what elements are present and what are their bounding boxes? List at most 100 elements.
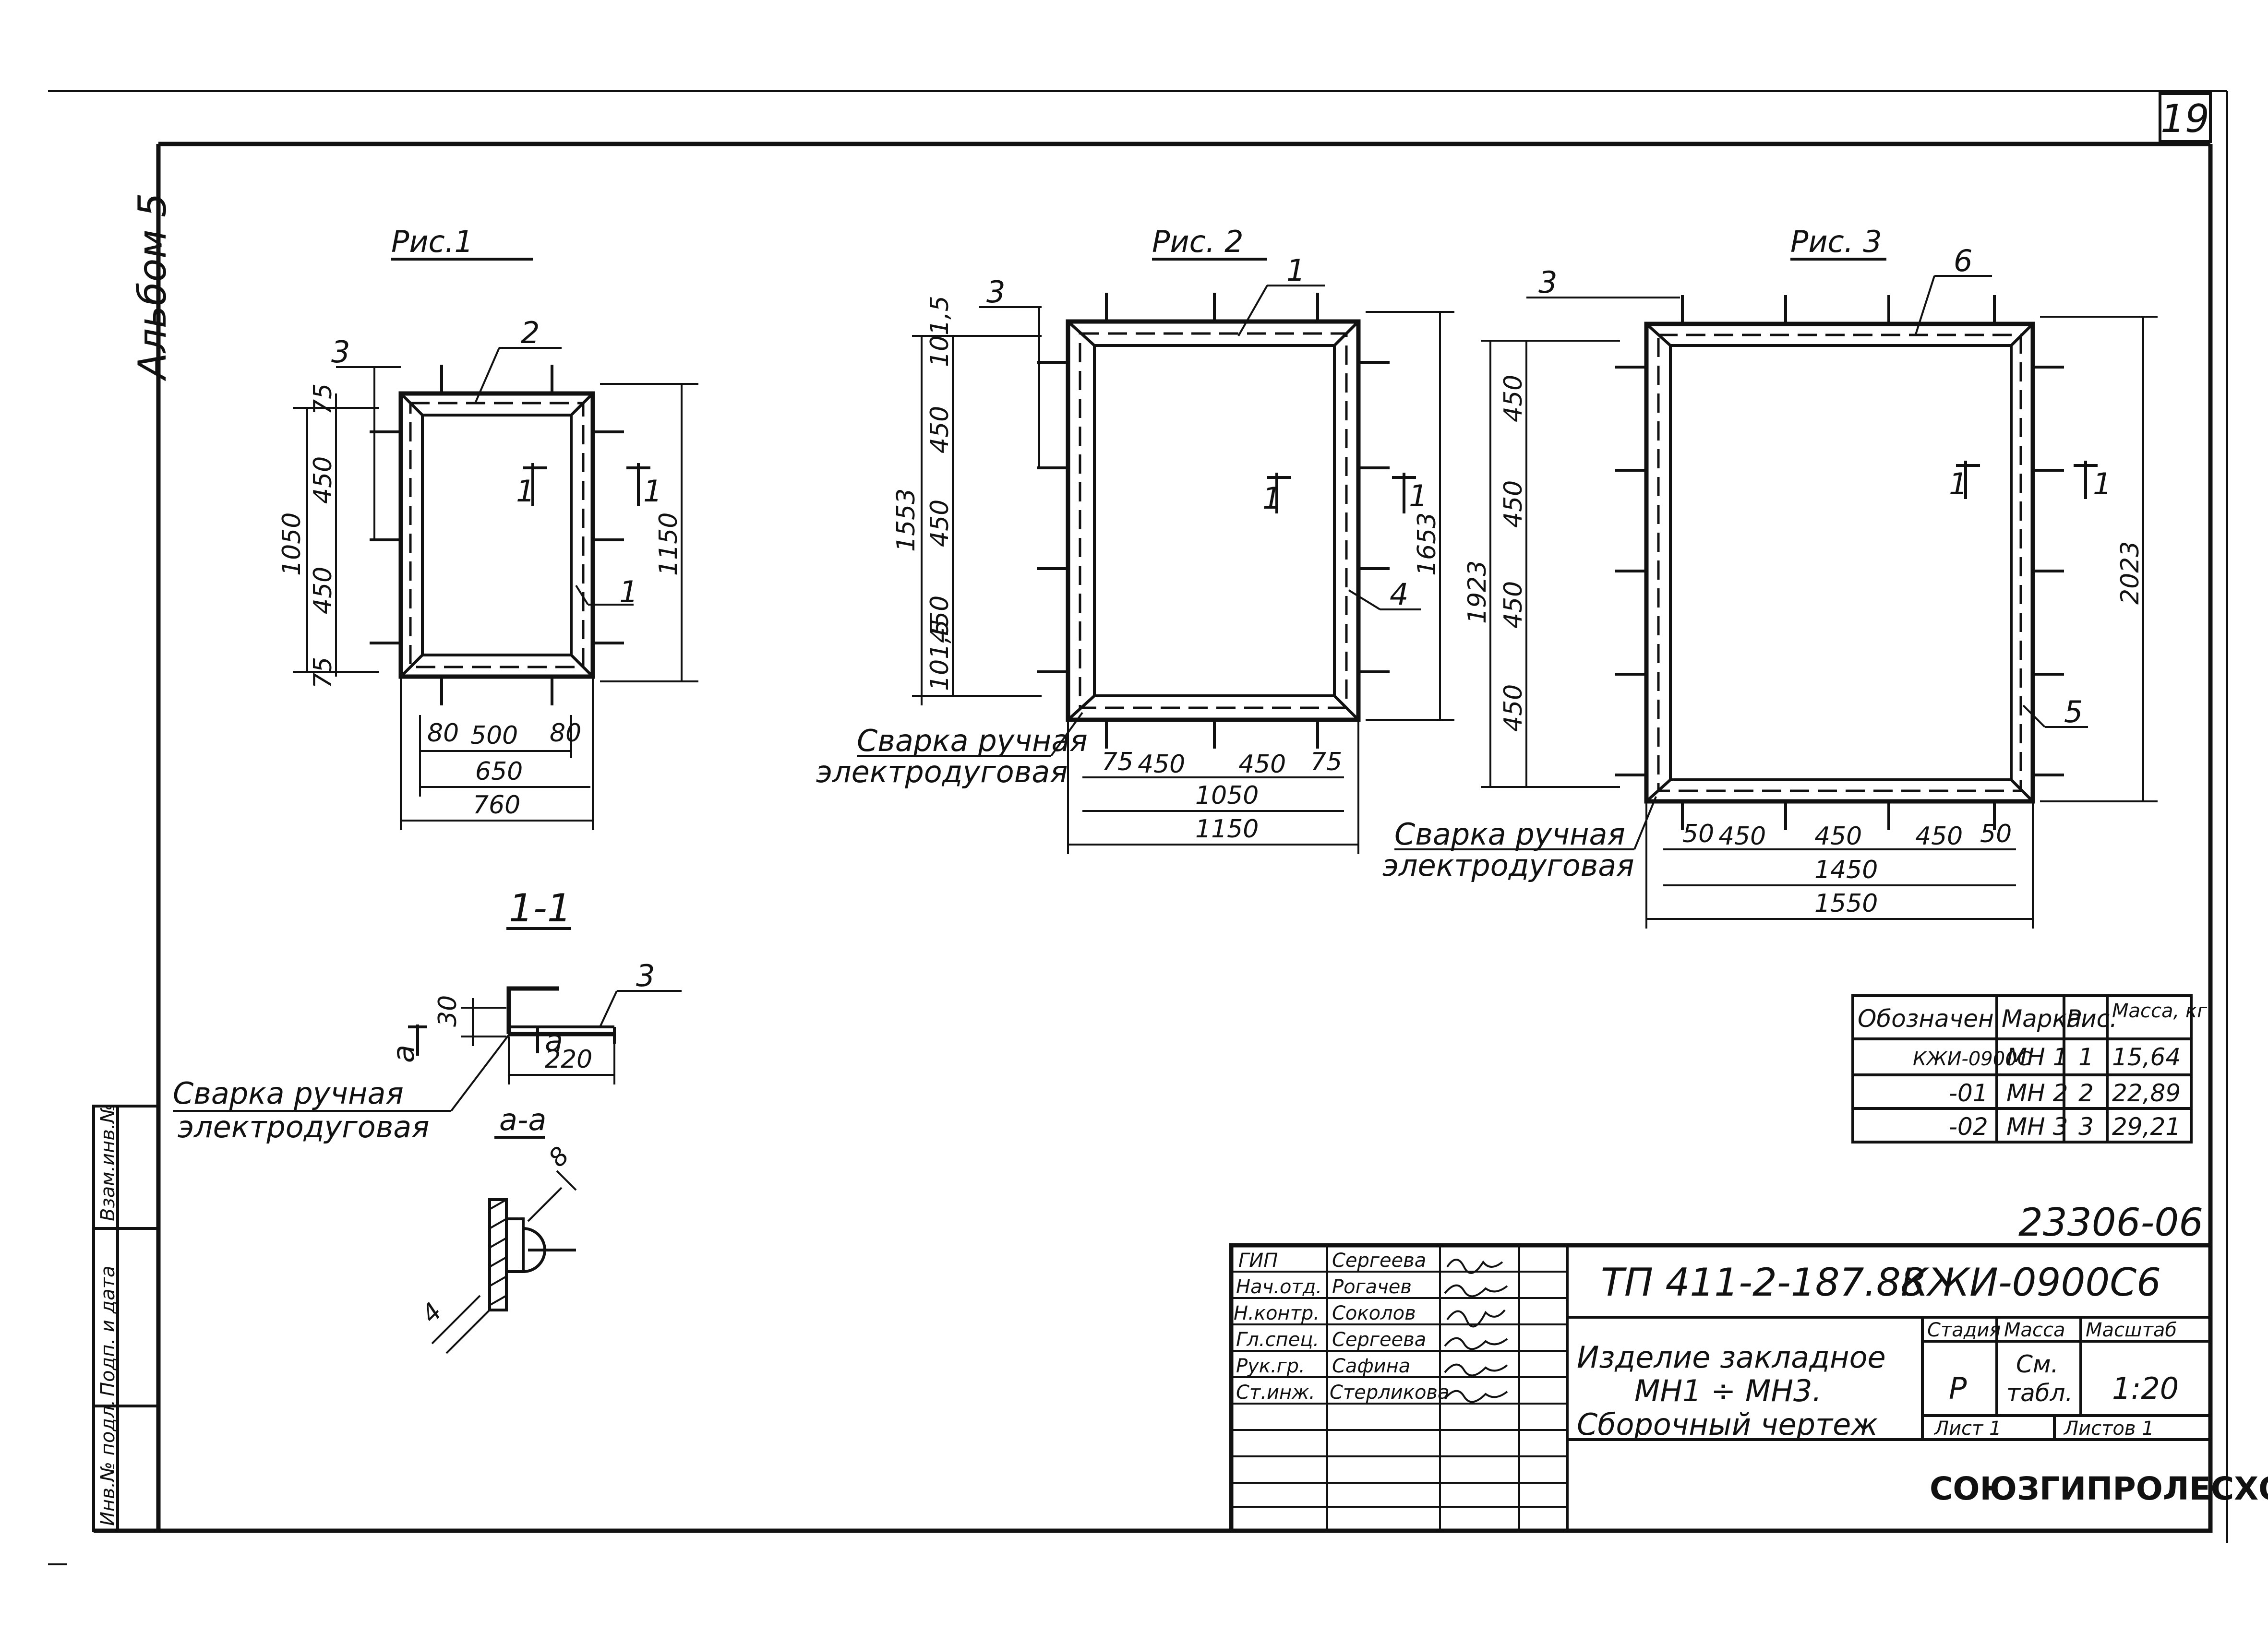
fig1-callout-3: 3 xyxy=(331,334,350,369)
spec-cell: КЖИ-0900С xyxy=(1913,1048,2031,1070)
inventory-stamp: Взам.инв.№ Подп. и дата Инв.№ подл. xyxy=(92,1103,160,1532)
section-1-1: 1-1 3 30 220 а а Сварка ручная электроду… xyxy=(173,886,682,1354)
fig2-dim-bottom-75-left: 75 xyxy=(1102,748,1133,776)
fig3-dim-total-right: 2023 xyxy=(2116,541,2145,605)
fig2-weld-note-1: Сварка ручная xyxy=(857,723,1088,758)
tb-sheet-label: Лист 1 xyxy=(1933,1418,2002,1440)
fig1-dim-left-450-b: 450 xyxy=(309,567,337,614)
fig3-dim-bottom-450-a: 450 xyxy=(1718,822,1766,851)
spec-header-fig: Рис. xyxy=(2066,1005,2117,1033)
sheet-frame xyxy=(48,90,2228,1565)
fig1-section-mark-right: 1 xyxy=(643,474,662,509)
tb-role: Рук.гр. xyxy=(1236,1355,1305,1377)
spec-cell: МН 3 xyxy=(2006,1113,2068,1141)
fig1-dim-bottom-500: 500 xyxy=(470,721,518,750)
sheet-number-box: 19 xyxy=(2159,92,2212,143)
section-weld-note-1: Сварка ручная xyxy=(173,1076,404,1111)
figure-2: Рис. 2 3 1 xyxy=(816,224,1454,854)
tb-mass-value-1: См. xyxy=(2016,1350,2059,1378)
spec-table: Обозначен. Марка Рис. Масса, кг КЖИ-0900… xyxy=(1851,994,2208,1144)
tb-role: Н.контр. xyxy=(1234,1302,1320,1324)
fig1-callout-1: 1 xyxy=(619,574,638,609)
fig2-dim-bottom-450-b: 450 xyxy=(1238,750,1286,779)
fig3-dim-left-450-c: 450 xyxy=(1499,581,1528,629)
section-callout-3: 3 xyxy=(636,958,655,993)
spec-header-mass: Масса, кг xyxy=(2112,1000,2208,1022)
fig1-dim-left-450-a: 450 xyxy=(309,456,337,504)
fig2-callout-3: 3 xyxy=(986,274,1005,310)
fig1-dim-bottom-80-right: 80 xyxy=(550,719,581,748)
fig1-dim-total-right: 1150 xyxy=(654,512,683,576)
sheet-number: 19 xyxy=(2160,96,2209,141)
tb-role: Ст.инж. xyxy=(1236,1382,1315,1404)
fig1-title: Рис.1 xyxy=(391,224,473,259)
section-mark-a-right: а xyxy=(545,1023,563,1058)
fig3-dim-left-450-d: 450 xyxy=(1499,684,1528,732)
tb-stage-value: Р xyxy=(1949,1371,1967,1406)
table-row: -01 МН 2 2 22,89 xyxy=(1949,1079,2181,1107)
fig1-dim-760: 760 xyxy=(473,791,520,820)
stamp-orig-inv: Инв.№ подл. xyxy=(97,1400,119,1526)
fig2-dim-left-1015-top: 101,5 xyxy=(925,296,954,367)
spec-cell: -02 xyxy=(1949,1113,1988,1141)
fig1-dim-left-75-top: 75 xyxy=(309,383,337,415)
fig2-weld-note-2: электродуговая xyxy=(816,754,1068,789)
fig2-dim-1150: 1150 xyxy=(1195,815,1259,844)
tb-name: Соколов xyxy=(1332,1302,1416,1324)
fig3-title: Рис. 3 xyxy=(1790,224,1882,259)
fig2-dim-left-1015-bot: 101,5 xyxy=(925,619,954,691)
table-row: -02 МН 3 3 29,21 xyxy=(1949,1113,2181,1141)
fig3-weld-note-1: Сварка ручная xyxy=(1394,817,1625,852)
album-label: Альбом 5 xyxy=(130,193,175,381)
stamp-sign-date: Подп. и дата xyxy=(97,1266,119,1396)
spec-cell: 15,64 xyxy=(2112,1043,2181,1071)
fig3-weld-note-2: электродуговая xyxy=(1382,848,1634,883)
figure-1: Рис.1 3 2 1 1 1 xyxy=(277,224,698,830)
fig1-dim-total-left: 1050 xyxy=(277,512,306,576)
tb-name: Рогачев xyxy=(1332,1276,1412,1298)
archive-number: 23306-06 xyxy=(2018,1200,2203,1245)
tb-sheets-label: Листов 1 xyxy=(2063,1418,2154,1440)
tb-scale-label: Масштаб xyxy=(2086,1319,2177,1341)
fig3-dim-left-450-a: 450 xyxy=(1499,375,1528,422)
fig2-section-mark-right: 1 xyxy=(1409,478,1428,513)
section-mark-a-left: а xyxy=(386,1045,421,1063)
section-title: 1-1 xyxy=(509,886,572,930)
fig3-dim-left-450-b: 450 xyxy=(1499,480,1528,528)
title-block: ГИП Сергеева Нач.отд. Рогачев Н.контр. С… xyxy=(1229,1243,2268,1533)
detail-title: а-а xyxy=(499,1102,546,1137)
fig1-dim-left-75-bot: 75 xyxy=(309,657,337,689)
detail-dim-8: 8 xyxy=(543,1141,575,1173)
fig2-dim-total-right: 1653 xyxy=(1413,512,1441,576)
tb-name: Стерликова xyxy=(1330,1382,1450,1404)
fig3-dim-total-left: 1923 xyxy=(1463,560,1492,624)
fig3-dim-1450: 1450 xyxy=(1814,856,1878,884)
fig1-dim-bottom-80-left: 80 xyxy=(427,719,459,748)
spec-cell: МН 1 xyxy=(2006,1043,2068,1071)
tb-mass-label: Масса xyxy=(2004,1319,2065,1341)
tb-stage-label: Стадия xyxy=(1927,1319,2001,1341)
fig3-dim-bottom-50-right: 50 xyxy=(1980,820,2012,848)
fig3-callout-5: 5 xyxy=(2064,694,2083,729)
spec-cell: 2 xyxy=(2078,1079,2094,1107)
fig2-callout-4: 4 xyxy=(1390,577,1408,612)
doc-name-line-2: МН1 ÷ МН3. xyxy=(1634,1373,1822,1408)
section-weld-note-2: электродуговая xyxy=(178,1109,430,1144)
spec-cell: МН 2 xyxy=(2006,1079,2068,1107)
stamp-replace-inv: Взам.инв.№ xyxy=(97,1103,119,1221)
fig3-callout-3: 3 xyxy=(1538,265,1557,300)
figure-3: Рис. 3 3 6 5 1 xyxy=(1382,224,2158,929)
section-dim-30: 30 xyxy=(433,995,462,1027)
tb-mass-value-2: табл. xyxy=(2006,1379,2073,1407)
tb-role: ГИП xyxy=(1238,1250,1278,1272)
fig2-dim-left-450-c: 450 xyxy=(925,596,954,643)
fig2-dim-1050: 1050 xyxy=(1195,781,1259,810)
fig2-section-mark-left: 1 xyxy=(1262,481,1281,516)
doc-code: КЖИ-0900С6 xyxy=(1901,1260,2161,1305)
spec-cell: -01 xyxy=(1949,1079,1988,1107)
detail-dim-4: 4 xyxy=(416,1297,448,1329)
doc-name-line-3: Сборочный чертеж xyxy=(1577,1407,1878,1442)
fig2-dim-left-450-a: 450 xyxy=(925,406,954,453)
fig3-dim-bottom-450-b: 450 xyxy=(1814,822,1862,851)
